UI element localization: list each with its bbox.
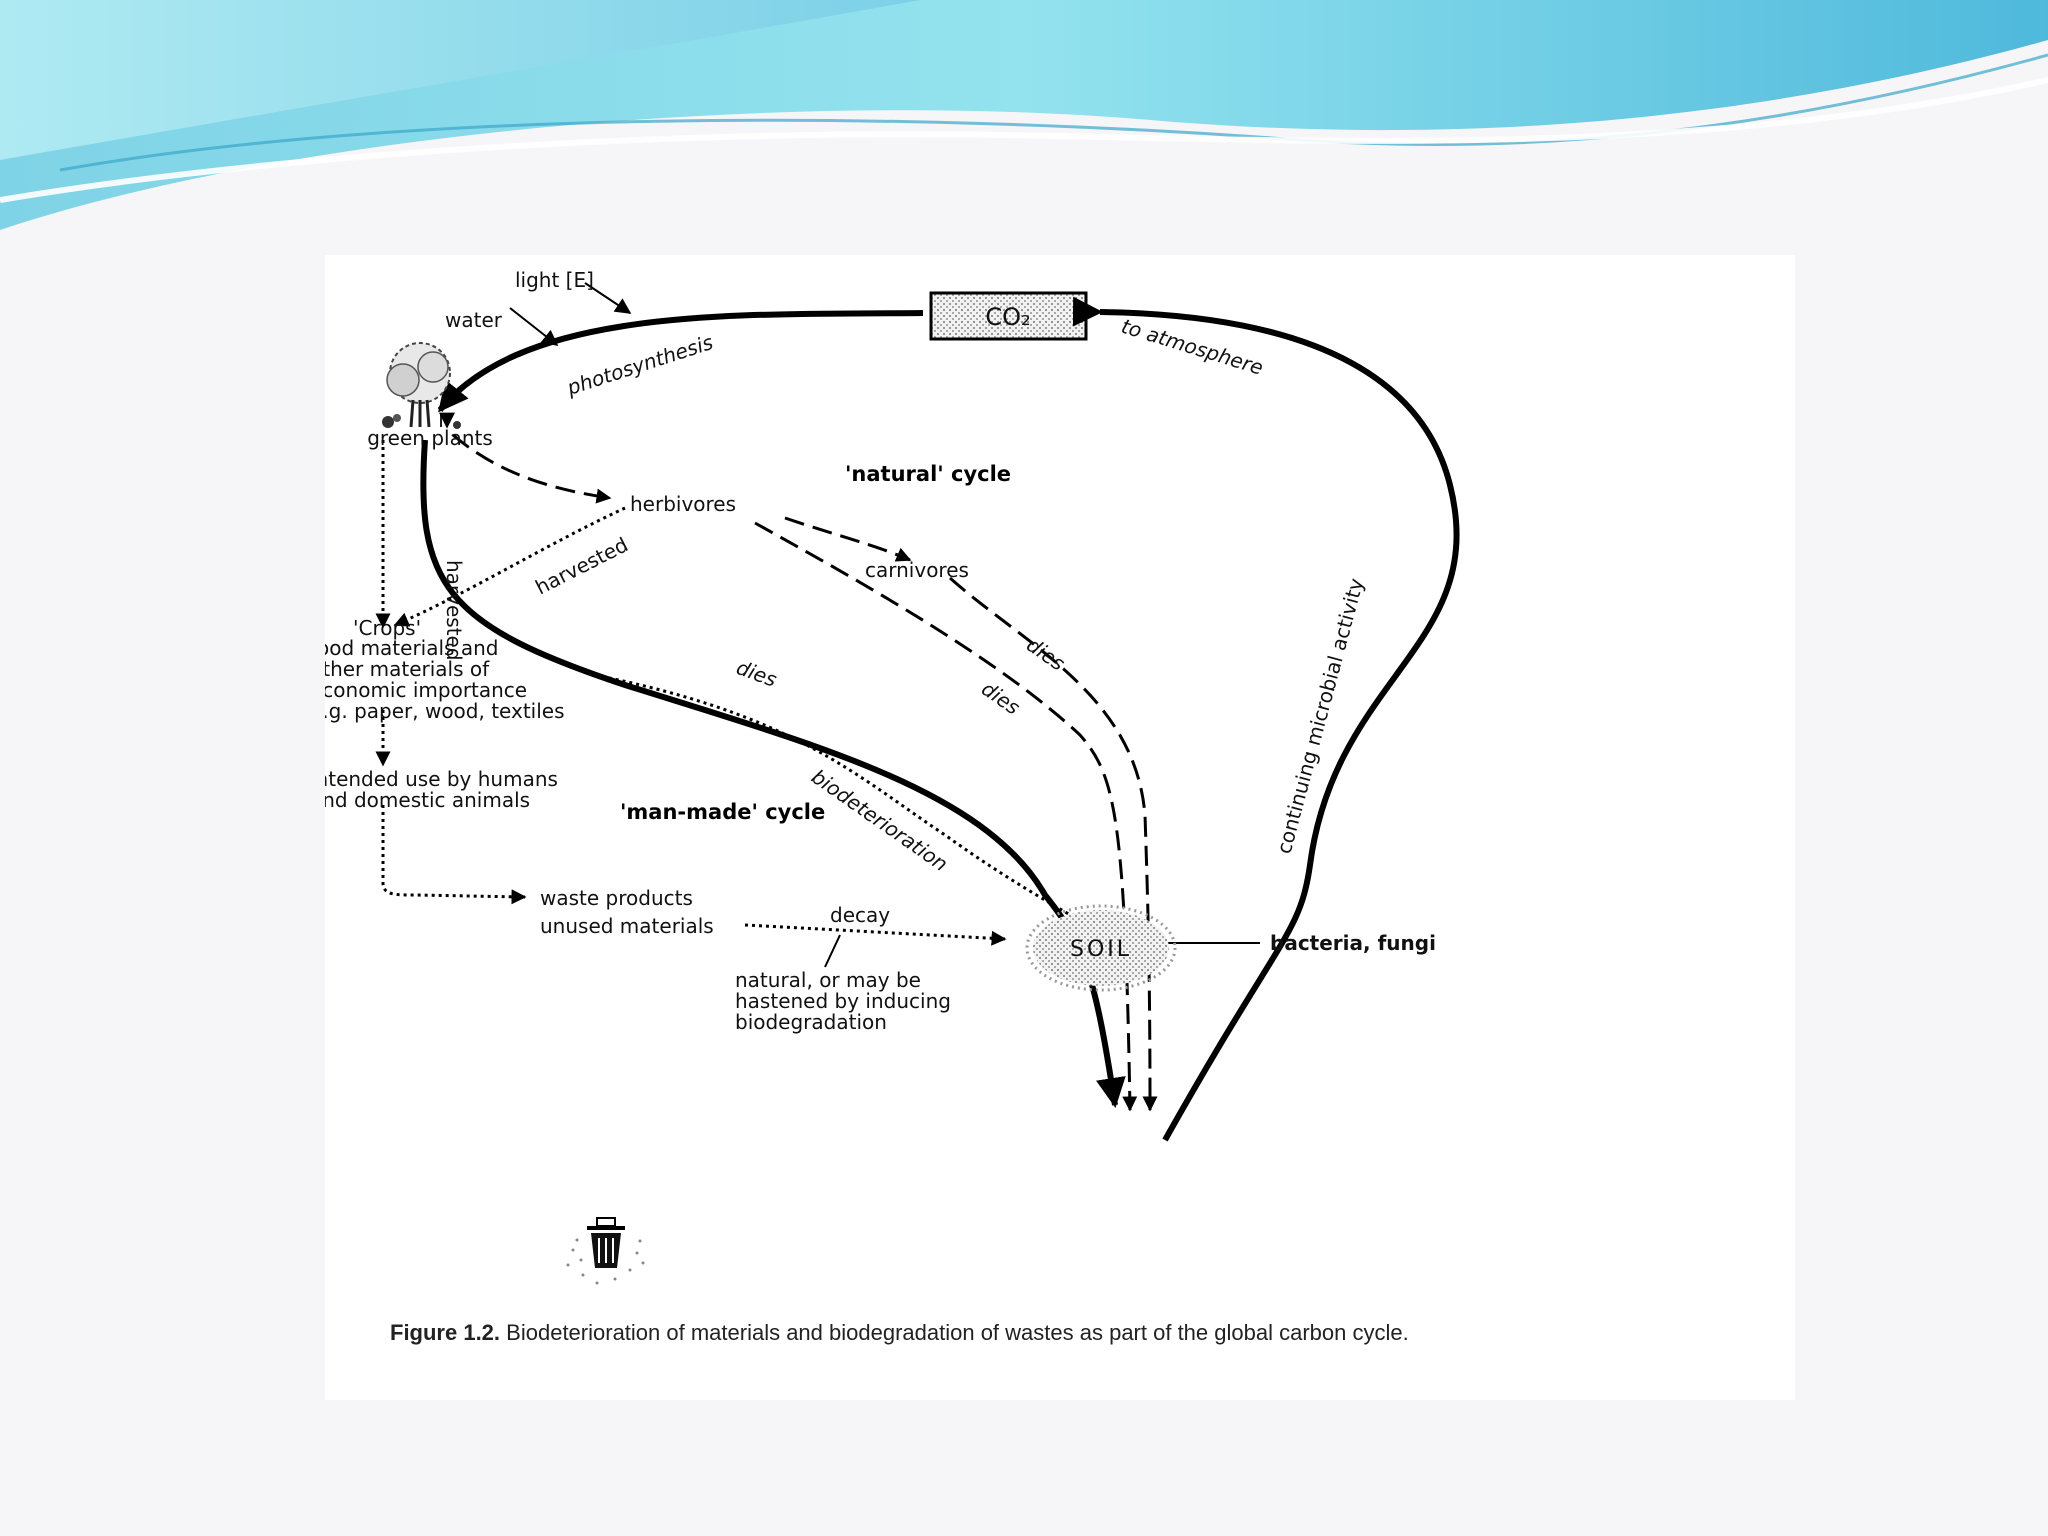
- caption-text: Biodeterioration of materials and biodeg…: [506, 1320, 1409, 1345]
- header-wave-line: [59, 53, 2048, 172]
- herbivores-to-carnivores-arrow: [784, 516, 912, 562]
- harvested-vertical-label: harvested: [442, 560, 466, 661]
- header-wave-front: [0, 0, 920, 160]
- photosynthesis-arrow: [437, 310, 924, 413]
- soil-label: SOIL: [1070, 937, 1132, 962]
- herbivores-label: herbivores: [630, 492, 736, 516]
- harvested-diagonal-label: harvested: [531, 532, 631, 599]
- intended-use-line-1: intended use by humans: [325, 767, 558, 791]
- bacteria-label: bacteria, fungi: [1270, 931, 1436, 955]
- crops-line-2: other materials of: [325, 657, 490, 681]
- carbon-cycle-figure: CO₂: [325, 255, 1795, 1400]
- co2-label: CO₂: [985, 303, 1030, 331]
- caption-label: Figure 1.2.: [390, 1320, 501, 1345]
- to-atmosphere-arrow: [1072, 296, 1460, 1142]
- man-made-cycle-label: 'man-made' cycle: [620, 800, 825, 824]
- trash-can-icon: [566, 1217, 645, 1285]
- natural-note-line-2: hastened by inducing: [735, 989, 951, 1013]
- decay-note-pointer: [824, 934, 841, 968]
- biodeterioration-label: biodeterioration: [807, 764, 952, 876]
- photosynthesis-label: photosynthesis: [563, 330, 716, 400]
- light-arrow: [584, 282, 632, 314]
- carnivores-dies-arrow: [949, 576, 1158, 1112]
- biodeterioration-arrow: [594, 673, 1097, 932]
- figure-caption: Figure 1.2. Biodeterioration of material…: [390, 1320, 1710, 1346]
- carnivores-label: carnivores: [865, 558, 969, 582]
- crops-line-4: e.g. paper, wood, textiles: [325, 699, 565, 723]
- green-plants-label: green plants: [367, 426, 493, 450]
- harvested-diagonal-arrow: [393, 506, 626, 627]
- natural-note-line-1: natural, or may be: [735, 968, 921, 992]
- light-label: light [E]: [515, 268, 594, 292]
- crops-line-3: economic importance: [325, 678, 527, 702]
- water-arrow: [509, 307, 559, 346]
- crops-line-1: food materials and: [325, 636, 498, 660]
- header-wave-highlight: [0, 77, 2048, 203]
- decay-label: decay: [830, 903, 890, 927]
- crops-title: 'Crops': [353, 616, 421, 640]
- plants-dies-label: dies: [733, 655, 780, 692]
- natural-note-line-3: biodegradation: [735, 1010, 887, 1034]
- co2-box: [929, 291, 1088, 341]
- herbivores-dies-arrow: [754, 521, 1138, 1112]
- waste-line-2: unused materials: [540, 914, 714, 938]
- use-to-waste-arrow: [381, 805, 527, 905]
- plants-to-herbivores-arrow: [452, 433, 612, 504]
- water-label: water: [445, 308, 503, 332]
- waste-line-1: waste products: [540, 886, 693, 910]
- intended-use-line-2: and domestic animals: [325, 788, 530, 812]
- natural-cycle-label: 'natural' cycle: [845, 462, 1011, 486]
- decay-arrow: [744, 923, 1007, 946]
- tree-icon: [382, 342, 461, 429]
- soil-blob: SOIL: [1025, 904, 1177, 992]
